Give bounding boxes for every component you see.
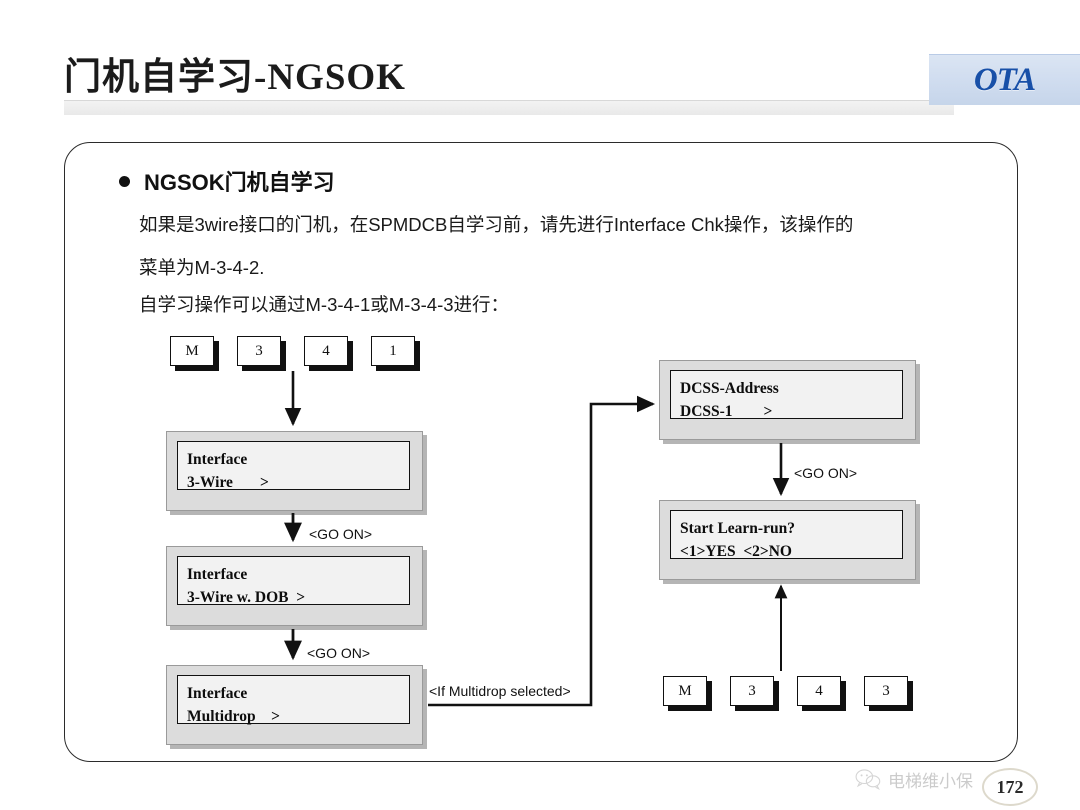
display-start-learn-run-line2: <1>YES <2>NO [680,543,792,560]
wechat-watermark: 电梯维小保 [855,762,1015,796]
wechat-icon [855,769,881,790]
key-top-3[interactable]: 3 [237,336,281,366]
display-interface-3wire-dob-line2: 3-Wire w. DOB > [187,589,306,606]
display-start-learn-run-screen: Start Learn-run? <1>YES <2>NO [670,510,903,560]
slide-header: 门机自学习-NGSOK OTA [0,0,1080,120]
annotation-go-on-3: <GO ON> [794,465,858,481]
display-interface-multidrop-screen: Interface Multidrop > [177,675,410,725]
key-top-m[interactable]: M [170,336,214,366]
page-number-label: 172 [996,776,1024,797]
key-bottom-4-label: 4 [815,682,823,699]
display-dcss-address-line2: DCSS-1 > [680,403,773,420]
display-dcss-address: DCSS-Address DCSS-1 > [659,360,916,440]
display-interface-3wire-dob-screen: Interface 3-Wire w. DOB > [177,556,410,606]
paragraph-2: 菜单为M-3-4-2. [139,257,265,278]
key-bottom-m-label: M [678,682,692,699]
content-panel: NGSOK门机自学习 如果是3wire接口的门机，在SPMDCB自学习前，请先进… [64,142,1018,762]
display-interface-multidrop: Interface Multidrop > [166,665,423,745]
paragraph-3: 自学习操作可以通过M-3-4-1或M-3-4-3进行： [139,294,510,315]
key-bottom-4[interactable]: 4 [797,676,841,706]
ota-logo-text: OTA [973,61,1036,98]
key-top-4[interactable]: 4 [304,336,348,366]
key-top-1-label: 1 [389,342,397,359]
display-start-learn-run-line1: Start Learn-run? [680,520,795,537]
display-dcss-address-screen: DCSS-Address DCSS-1 > [670,370,903,420]
display-interface-3wire-line2: 3-Wire > [187,474,269,491]
key-bottom-3b-label: 3 [882,682,890,699]
display-interface-3wire-dob-line1: Interface [187,566,248,583]
display-interface-3wire-dob: Interface 3-Wire w. DOB > [166,546,423,626]
display-start-learn-run: Start Learn-run? <1>YES <2>NO [659,500,916,580]
display-interface-3wire-line1: Interface [187,451,248,468]
key-bottom-3a[interactable]: 3 [730,676,774,706]
annotation-if-multidrop: <If Multidrop selected> [429,683,571,699]
arrow-multidrop-to-dcss [428,395,656,707]
key-top-3-label: 3 [255,342,263,359]
display-interface-multidrop-line2: Multidrop > [187,708,280,725]
display-dcss-address-line1: DCSS-Address [680,380,779,397]
annotation-go-on-2: <GO ON> [307,645,371,661]
bullet-heading-row: NGSOK门机自学习 [119,165,335,197]
key-top-m-label: M [185,342,199,359]
display-interface-3wire: Interface 3-Wire > [166,431,423,511]
key-bottom-3a-label: 3 [748,682,756,699]
key-top-4-label: 4 [322,342,330,359]
watermark-label: 电梯维小保 [888,771,973,791]
annotation-go-on-1: <GO ON> [309,526,373,542]
display-interface-multidrop-line1: Interface [187,685,248,702]
paragraph-1: 如果是3wire接口的门机，在SPMDCB自学习前，请先进行Interface … [139,214,854,235]
display-interface-3wire-screen: Interface 3-Wire > [177,441,410,491]
key-bottom-3b[interactable]: 3 [864,676,908,706]
key-top-1[interactable]: 1 [371,336,415,366]
page-title: 门机自学习-NGSOK [64,57,406,98]
bullet-dot-icon [119,175,130,187]
page-number-badge: 172 [982,768,1038,806]
ota-logo: OTA [929,54,1080,105]
key-bottom-m[interactable]: M [663,676,707,706]
title-underline-bar [64,100,954,115]
bullet-heading-label: NGSOK门机自学习 [144,170,335,195]
